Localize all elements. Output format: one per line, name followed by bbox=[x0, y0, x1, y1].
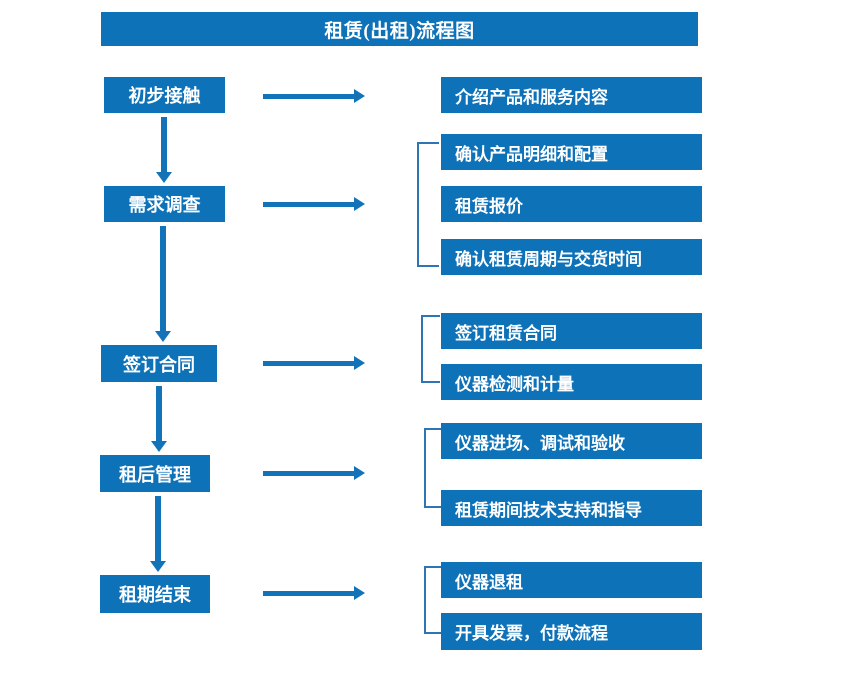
detail-box-confirm-period-delivery[interactable]: 确认租赁周期与交货时间 bbox=[441, 239, 702, 275]
group-bracket-rental-end bbox=[424, 566, 441, 634]
vertical-arrow-icon-contact-to-survey bbox=[152, 117, 176, 183]
horizontal-arrow-icon-initial-contact bbox=[263, 88, 365, 104]
detail-box-technical-support[interactable]: 租赁期间技术支持和指导 bbox=[441, 490, 702, 526]
detail-box-instrument-entry-commissioning[interactable]: 仪器进场、调试和验收 bbox=[441, 423, 702, 459]
vertical-arrow-icon-management-to-end bbox=[146, 496, 170, 572]
group-bracket-post-rental-management bbox=[424, 428, 441, 508]
diagram-title: 租赁(出租)流程图 bbox=[101, 12, 698, 46]
vertical-arrow-icon-contract-to-management bbox=[147, 386, 171, 452]
horizontal-arrow-icon-rental-end bbox=[263, 585, 365, 601]
detail-box-instrument-return[interactable]: 仪器退租 bbox=[441, 562, 702, 598]
stage-node-initial-contact[interactable]: 初步接触 bbox=[104, 77, 225, 113]
detail-box-intro-products-services[interactable]: 介绍产品和服务内容 bbox=[441, 77, 702, 113]
horizontal-arrow-icon-sign-contract bbox=[263, 355, 365, 371]
detail-box-invoice-payment[interactable]: 开具发票，付款流程 bbox=[441, 613, 702, 650]
detail-box-sign-rental-contract[interactable]: 签订租赁合同 bbox=[441, 313, 702, 349]
horizontal-arrow-icon-needs-survey bbox=[263, 196, 365, 212]
stage-node-post-rental-management[interactable]: 租后管理 bbox=[100, 455, 210, 492]
stage-node-needs-survey[interactable]: 需求调查 bbox=[104, 186, 225, 222]
stage-node-sign-contract[interactable]: 签订合同 bbox=[101, 345, 217, 382]
vertical-arrow-icon-survey-to-contract bbox=[151, 226, 175, 342]
group-bracket-sign-contract bbox=[421, 315, 440, 383]
stage-node-rental-end[interactable]: 租期结束 bbox=[100, 575, 210, 613]
group-bracket-needs-survey bbox=[417, 142, 439, 267]
detail-box-instrument-inspection[interactable]: 仪器检测和计量 bbox=[441, 364, 702, 400]
detail-box-rental-quotation[interactable]: 租赁报价 bbox=[441, 186, 702, 222]
detail-box-confirm-product-spec[interactable]: 确认产品明细和配置 bbox=[441, 134, 702, 170]
horizontal-arrow-icon-post-rental-management bbox=[263, 465, 365, 481]
